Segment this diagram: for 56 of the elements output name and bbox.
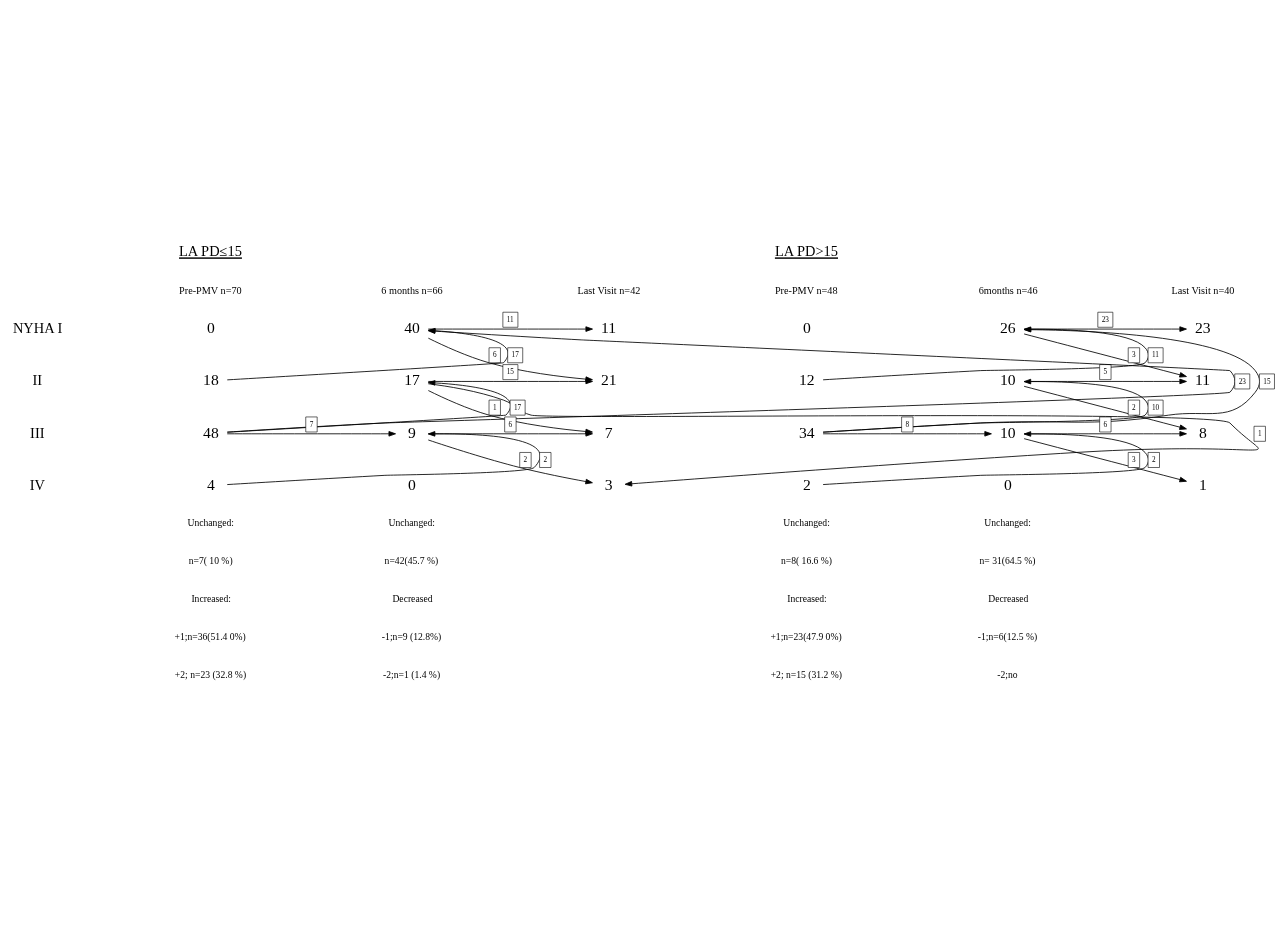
node-text: 17 — [404, 371, 420, 389]
label: LA PD>15 — [774, 243, 839, 260]
label: +1;n=36(51.4 0%) — [174, 631, 246, 643]
node-text: 0 — [802, 318, 811, 336]
node-text: 26 — [1000, 318, 1016, 336]
node-text: 7 — [604, 423, 613, 441]
node-text: 0 — [408, 475, 416, 493]
label: Unchanged: — [388, 517, 436, 529]
node-text: 11 — [1195, 371, 1211, 389]
label: Increased: — [787, 593, 827, 605]
label: -1;n=9 (12.8%) — [381, 631, 442, 643]
label: Decreased — [392, 593, 433, 605]
node-text: 10 — [1000, 423, 1016, 441]
node-text: 0 — [207, 318, 215, 336]
node-text: 21 — [600, 371, 617, 389]
node-text: 34 — [798, 423, 815, 441]
label: +1;n=23(47.9 0%) — [770, 631, 842, 643]
label: II — [32, 372, 43, 389]
label: NYHA I — [12, 319, 63, 336]
node-text: 23 — [1195, 318, 1211, 336]
label: Last Visit n=42 — [577, 284, 641, 296]
label: Last Visit n=40 — [1171, 284, 1235, 296]
node-text: 9 — [408, 423, 416, 441]
node-text: 3 — [604, 475, 613, 493]
node-text: 48 — [203, 423, 219, 441]
label: +2; n=15 (31.2 %) — [770, 669, 842, 681]
node-text: 8 — [1198, 423, 1207, 441]
label: Unchanged: — [984, 517, 1031, 529]
label: Unchanged: — [783, 517, 830, 529]
label: 6months n=46 — [978, 284, 1038, 296]
label: Pre-PMV n=48 — [774, 284, 838, 296]
label: +2; n=23 (32.8 %) — [174, 669, 247, 681]
node-text: 4 — [207, 475, 215, 493]
label: -2;no — [997, 669, 1018, 681]
label: III — [30, 424, 45, 441]
node-text: 2 — [802, 475, 811, 493]
label: Pre-PMV n=70 — [179, 284, 242, 296]
label: LA PD≤15 — [179, 243, 242, 260]
label: n=7( 10 %) — [188, 555, 233, 567]
label: n=8( 16.6 %) — [780, 555, 833, 567]
node-text: 0 — [1003, 475, 1012, 493]
label: n=42(45.7 %) — [384, 555, 439, 567]
label: Unchanged: — [187, 517, 234, 529]
label: n= 31(64.5 %) — [979, 555, 1036, 567]
node-text: 40 — [404, 318, 420, 336]
label: -1;n=6(12.5 %) — [977, 631, 1038, 643]
node-text: 10 — [1000, 371, 1016, 389]
label: Increased: — [191, 593, 231, 605]
label: 6 months n=66 — [381, 284, 443, 296]
label: Decreased — [988, 593, 1029, 605]
node-text: 1 — [1198, 475, 1207, 493]
node-text: 18 — [203, 371, 219, 389]
label: -2;n=1 (1.4 %) — [383, 669, 441, 681]
label: IV — [29, 476, 46, 493]
node-text: 12 — [799, 371, 815, 389]
node-text: 11 — [600, 318, 617, 336]
